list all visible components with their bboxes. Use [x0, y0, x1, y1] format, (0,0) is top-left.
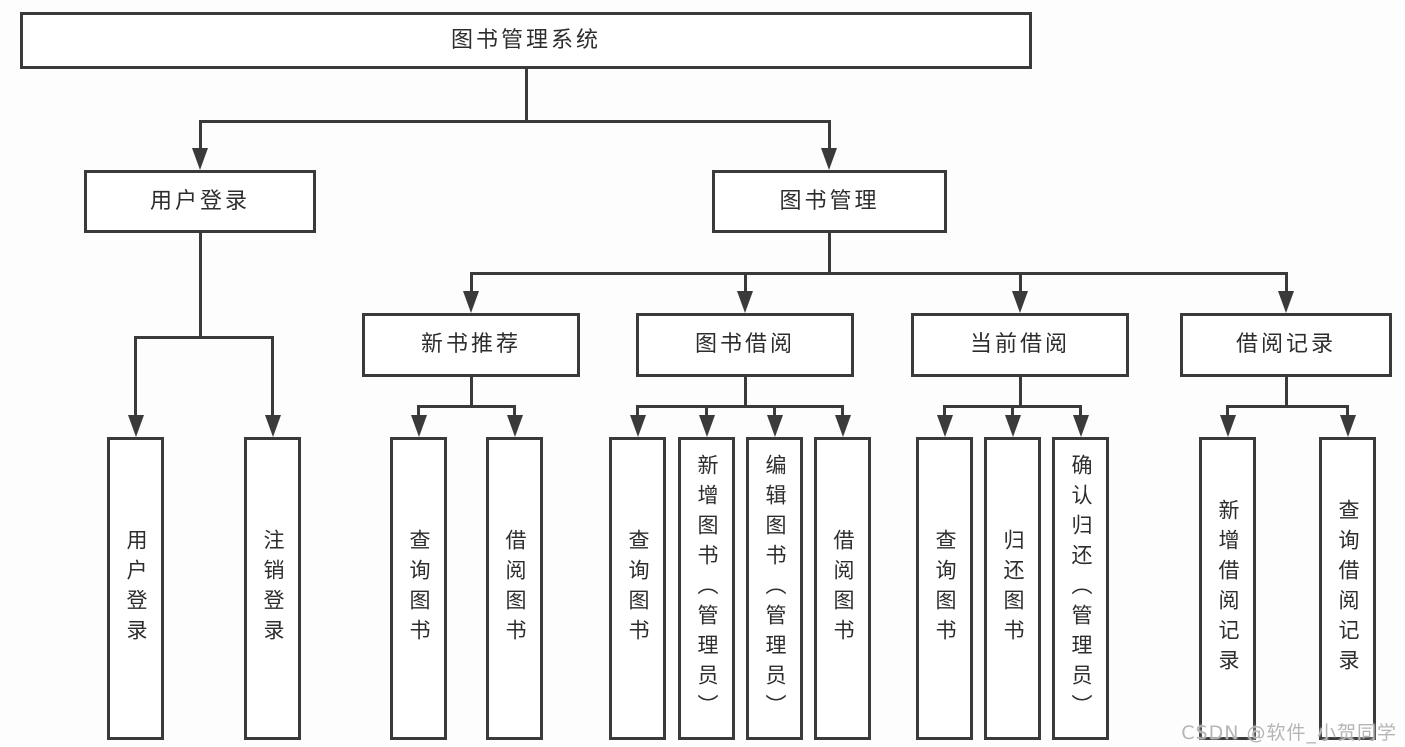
- connector-line: [134, 337, 137, 419]
- node-cb-return-books: 归还图书: [984, 437, 1041, 740]
- arrowhead-down-icon: [1004, 415, 1021, 437]
- node-root: 图书管理系统: [20, 12, 1032, 69]
- connector-line: [1284, 273, 1288, 295]
- node-logout: 注销登录: [244, 437, 301, 740]
- arrowhead-down-icon: [834, 415, 851, 437]
- connector-line: [1018, 377, 1022, 408]
- arrowhead-down-icon: [936, 415, 953, 437]
- node-cb-confirm-return: 确认归还（管理员）: [1052, 437, 1109, 740]
- arrowhead-down-icon: [766, 415, 783, 437]
- node-cb-query-books: 查询图书: [916, 437, 973, 740]
- node-rec-borrow-books: 借阅图书: [486, 437, 543, 740]
- arrowhead-down-icon: [1278, 291, 1294, 313]
- node-bb-edit-books: 编辑图书（管理员）: [746, 437, 803, 740]
- arrowhead-down-icon: [1219, 415, 1236, 437]
- arrowhead-down-icon: [737, 291, 753, 313]
- connector-line: [469, 271, 1288, 275]
- connector-line: [827, 121, 831, 150]
- connector-line: [705, 406, 708, 419]
- connector-line: [743, 377, 747, 408]
- connector-line: [1226, 404, 1349, 408]
- node-br-add-record: 新增借阅记录: [1199, 437, 1256, 740]
- connector-line: [513, 406, 516, 419]
- arrowhead-down-icon: [192, 148, 208, 170]
- connector-line: [841, 406, 844, 419]
- connector-line: [417, 406, 420, 419]
- connector-line: [827, 233, 831, 275]
- arrowhead-down-icon: [629, 415, 646, 437]
- arrowhead-down-icon: [463, 291, 479, 313]
- connector-line: [636, 404, 844, 408]
- connector-line: [198, 121, 202, 150]
- arrowhead-down-icon: [506, 415, 523, 437]
- connector-line: [1011, 406, 1014, 419]
- arrowhead-down-icon: [1072, 415, 1089, 437]
- node-bb-borrow-books: 借阅图书: [814, 437, 871, 740]
- connector-line: [524, 69, 528, 121]
- connector-line: [417, 404, 516, 408]
- connector-line: [198, 233, 202, 339]
- node-book-borrow: 图书借阅: [636, 313, 854, 377]
- arrowhead-down-icon: [410, 415, 427, 437]
- connector-line: [1079, 406, 1082, 419]
- connector-line: [1226, 406, 1229, 419]
- connector-line: [469, 273, 473, 295]
- connector-line: [943, 406, 946, 419]
- connector-line: [773, 406, 776, 419]
- arrowhead-down-icon: [821, 148, 837, 170]
- node-br-query-record: 查询借阅记录: [1319, 437, 1376, 740]
- node-borrow-records: 借阅记录: [1180, 313, 1392, 377]
- arrowhead-down-icon: [127, 415, 144, 437]
- node-login: 用户登录: [107, 437, 164, 740]
- arrowhead-down-icon: [1339, 415, 1356, 437]
- connector-line: [743, 273, 747, 295]
- node-new-book-rec: 新书推荐: [362, 313, 580, 377]
- node-user-login: 用户登录: [84, 170, 316, 233]
- connector-line: [271, 337, 274, 419]
- node-current-borrow: 当前借阅: [911, 313, 1129, 377]
- arrowhead-down-icon: [264, 415, 281, 437]
- connector-line: [1346, 406, 1349, 419]
- connector-line: [469, 377, 473, 408]
- node-rec-query-books: 查询图书: [390, 437, 447, 740]
- connector-line: [1018, 273, 1022, 295]
- node-book-mgmt: 图书管理: [712, 170, 947, 233]
- connector-line: [134, 335, 274, 339]
- csdn-watermark: CSDN @软件_小贺同学: [1181, 722, 1397, 744]
- connector-line: [1284, 377, 1288, 408]
- node-bb-add-books: 新增图书（管理员）: [678, 437, 735, 740]
- arrowhead-down-icon: [698, 415, 715, 437]
- node-bb-query-books: 查询图书: [609, 437, 666, 740]
- connector-line: [198, 119, 831, 123]
- arrowhead-down-icon: [1012, 291, 1028, 313]
- connector-line: [636, 406, 639, 419]
